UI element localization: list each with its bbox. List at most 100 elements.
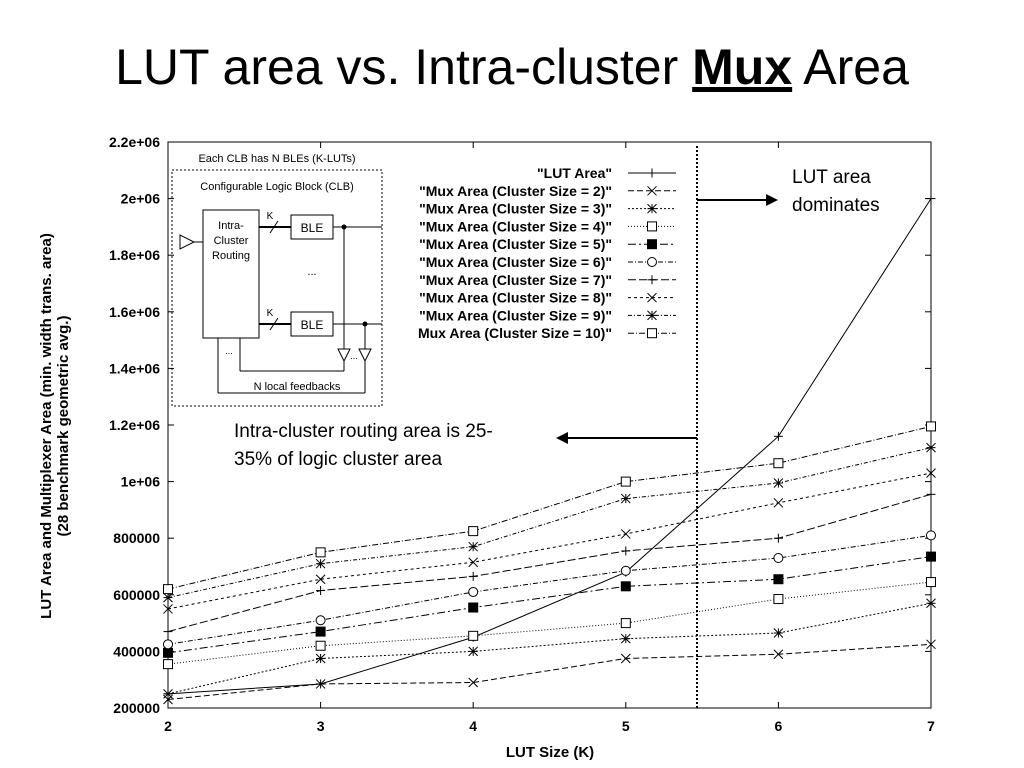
series-5: [163, 530, 936, 650]
data-point: [926, 442, 936, 453]
data-point: [163, 627, 173, 637]
feedback-buffer-icon-2: [358, 348, 372, 363]
data-point: [773, 431, 783, 441]
data-point: [315, 640, 326, 651]
series-line: [167, 602, 932, 695]
routing-label-2: Cluster: [214, 235, 249, 247]
data-point: [926, 489, 936, 499]
y-tick-label: 1.2e+06: [109, 417, 160, 433]
series-line: [167, 534, 932, 645]
series-line: [167, 493, 932, 633]
routing-note-line2: 35% of logic cluster area: [234, 449, 443, 470]
data-point: [620, 476, 631, 487]
data-point: [620, 493, 631, 504]
data-point: [315, 547, 326, 558]
series-line: [167, 556, 932, 654]
data-point: [315, 626, 326, 637]
series-9: [163, 421, 936, 595]
legend-label: "Mux Area (Cluster Size = 7)": [419, 272, 612, 288]
data-point: [468, 557, 479, 568]
series-line: [167, 198, 932, 695]
data-point: [163, 639, 173, 650]
data-point: [163, 647, 173, 658]
routing-box: [202, 209, 260, 339]
y-tick-label: 1.6e+06: [109, 304, 160, 320]
buffer-dots: ...: [350, 351, 358, 361]
data-point: [620, 618, 631, 629]
data-point: [620, 565, 631, 576]
routing-dots: ...: [225, 346, 233, 356]
series-1: [163, 639, 936, 705]
ble-box-top: [290, 214, 334, 240]
right-arrow-head-icon: [766, 194, 778, 206]
data-point: [926, 551, 936, 562]
lut-dominates-line2: dominates: [792, 195, 880, 216]
data-point: [773, 574, 784, 585]
title-part1: LUT area vs. Intra-cluster: [115, 39, 693, 95]
legend-label: "Mux Area (Cluster Size = 6)": [419, 254, 612, 270]
data-point: [773, 478, 784, 488]
series-6: [163, 489, 936, 637]
clb-box: [171, 169, 383, 407]
legend-label: "Mux Area (Cluster Size = 3)": [419, 201, 612, 217]
data-point: [926, 577, 936, 588]
y-tick-label: 1e+06: [121, 474, 161, 490]
y-tick-label: 600000: [113, 587, 160, 603]
data-point: [773, 628, 784, 638]
data-point: [647, 168, 657, 178]
ble-label-top: BLE: [301, 221, 324, 235]
data-point: [647, 275, 657, 285]
data-point: [773, 458, 784, 469]
legend-label: "LUT Area": [537, 165, 612, 181]
data-point: [315, 679, 326, 689]
data-point: [163, 659, 173, 670]
data-point: [773, 533, 783, 543]
x-tick-label: 4: [469, 718, 477, 734]
k-label-bottom: K: [267, 308, 274, 319]
data-point: [647, 328, 657, 339]
data-point: [773, 553, 784, 564]
data-point: [647, 292, 657, 303]
y-tick-label: 800000: [113, 530, 160, 546]
feedback-buffer-icon: [337, 348, 351, 363]
input-buffer-icon: [179, 234, 196, 250]
data-point: [468, 646, 479, 657]
data-point: [315, 574, 326, 585]
clb-inset-diagram: Each CLB has N BLEs (K-LUTs) Configurabl…: [171, 153, 383, 407]
series-4: [163, 551, 936, 658]
data-point: [468, 677, 479, 688]
slide-title: LUT area vs. Intra-cluster Mux Area: [0, 38, 1024, 96]
y-tick-label: 1.4e+06: [109, 360, 160, 376]
data-point: [163, 688, 173, 699]
data-point: [647, 221, 657, 232]
y-tick-label: 2e+06: [121, 191, 161, 207]
data-point: [316, 586, 326, 596]
clb-label: Configurable Logic Block (CLB): [200, 181, 353, 193]
data-point: [315, 653, 326, 664]
data-point: [163, 604, 173, 614]
y-tick-label: 2.2e+06: [109, 134, 160, 150]
data-point: [468, 630, 479, 641]
data-point: [163, 584, 173, 595]
data-point: [620, 529, 631, 539]
data-point: [773, 497, 784, 508]
legend-label: "Mux Area (Cluster Size = 9)": [419, 307, 612, 323]
x-tick-label: 3: [317, 718, 325, 734]
title-part2: Area: [792, 39, 909, 95]
legend-label: "Mux Area (Cluster Size = 5)": [419, 236, 612, 252]
data-point: [926, 468, 936, 478]
series-3: [163, 577, 936, 670]
routing-note: Intra-cluster routing area is 25- 35% of…: [234, 418, 493, 474]
data-point: [926, 530, 936, 541]
ble-dots: ...: [307, 266, 316, 278]
legend: "LUT Area""Mux Area (Cluster Size = 2)""…: [418, 165, 676, 341]
data-point: [647, 203, 657, 214]
data-point: [620, 581, 631, 592]
legend-label: "Mux Area (Cluster Size = 8)": [419, 290, 612, 306]
lut-dominates-line1: LUT area: [792, 167, 871, 188]
series-line: [167, 425, 932, 590]
data-point: [315, 558, 326, 569]
series-layer: [163, 194, 936, 705]
